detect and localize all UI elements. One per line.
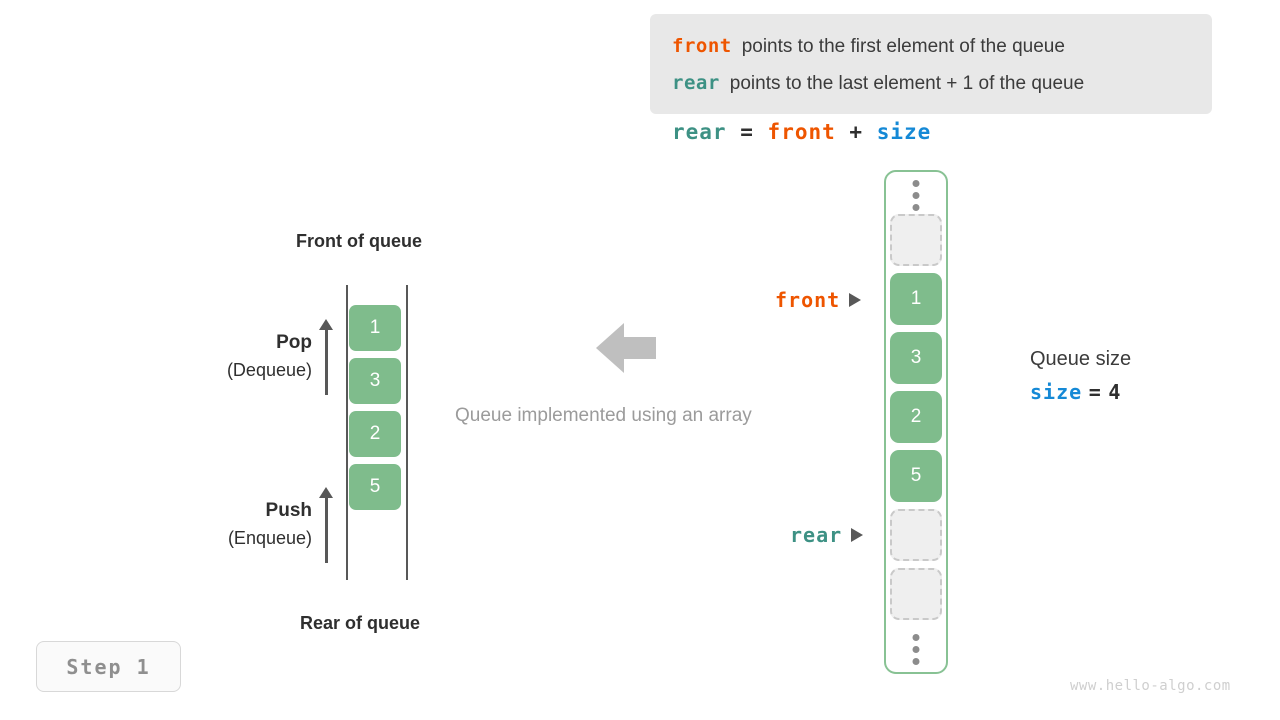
queue-cell: 1 bbox=[349, 305, 401, 351]
queue-size-variable: size bbox=[1030, 380, 1083, 404]
queue-rail-left bbox=[346, 285, 348, 580]
legend-box: front points to the first element of the … bbox=[650, 14, 1212, 114]
front-pointer-label: front bbox=[775, 288, 862, 312]
pop-arrow-up-icon bbox=[319, 319, 333, 395]
array-slot-filled: 5 bbox=[890, 450, 942, 502]
pop-label-subtitle: (Dequeue) bbox=[226, 360, 312, 380]
push-label-title: Push bbox=[265, 500, 312, 521]
formula-equals: = bbox=[740, 120, 754, 144]
formula-rear: rear bbox=[672, 120, 727, 144]
pop-operation-label: Pop (Dequeue) bbox=[172, 330, 312, 384]
queue-cell: 3 bbox=[349, 358, 401, 404]
legend-text-front: points to the first element of the queue bbox=[741, 36, 1065, 57]
array-slot-empty bbox=[890, 509, 942, 561]
ellipsis-top-icon bbox=[912, 180, 920, 216]
front-of-queue-label: Front of queue bbox=[296, 231, 422, 251]
legend-text-rear: points to the last element + 1 of the qu… bbox=[729, 73, 1085, 94]
watermark: www.hello-algo.com bbox=[1070, 678, 1231, 694]
queue-cell-stack: 1 3 2 5 bbox=[349, 305, 401, 517]
queue-cell: 5 bbox=[349, 464, 401, 510]
array-slot-empty bbox=[890, 214, 942, 266]
left-arrow-icon bbox=[596, 323, 656, 373]
formula-rear-equals-front-plus-size: rear = front + size bbox=[672, 120, 931, 144]
queue-rail-right bbox=[406, 285, 408, 580]
array-slot-filled: 1 bbox=[890, 273, 942, 325]
formula-front: front bbox=[767, 120, 836, 144]
formula-plus: + bbox=[849, 120, 864, 144]
front-pointer-text: front bbox=[775, 288, 841, 312]
push-operation-label: Push (Enqueue) bbox=[172, 498, 312, 552]
rear-pointer-text: rear bbox=[790, 523, 843, 547]
queue-size-annotation: Queue size size = 4 bbox=[1030, 344, 1131, 411]
pop-label-title: Pop bbox=[276, 332, 312, 353]
array-slot-empty bbox=[890, 568, 942, 620]
front-pointer-arrow-icon bbox=[849, 293, 862, 307]
queue-size-equals: = bbox=[1088, 380, 1102, 404]
formula-size: size bbox=[876, 120, 932, 144]
queue-cell: 2 bbox=[349, 411, 401, 457]
array-slot-filled: 3 bbox=[890, 332, 942, 384]
queue-size-title: Queue size bbox=[1030, 348, 1132, 370]
legend-line-rear: rear points to the last element + 1 of th… bbox=[672, 65, 1190, 102]
center-caption: Queue implemented using an array bbox=[455, 405, 752, 426]
step-badge: Step 1 bbox=[36, 641, 181, 692]
legend-keyword-rear: rear bbox=[672, 72, 720, 94]
legend-line-front: front points to the first element of the … bbox=[672, 28, 1190, 65]
array-slot-filled: 2 bbox=[890, 391, 942, 443]
queue-size-expression: size = 4 bbox=[1030, 374, 1131, 411]
legend-keyword-front: front bbox=[672, 35, 732, 57]
rear-of-queue-label: Rear of queue bbox=[300, 613, 421, 633]
rear-pointer-label: rear bbox=[790, 523, 864, 547]
push-arrow-up-icon bbox=[319, 487, 333, 563]
rear-pointer-arrow-icon bbox=[851, 528, 864, 542]
queue-size-number: 4 bbox=[1108, 380, 1122, 404]
ellipsis-bottom-icon bbox=[912, 634, 920, 670]
push-label-subtitle: (Enqueue) bbox=[227, 528, 312, 548]
